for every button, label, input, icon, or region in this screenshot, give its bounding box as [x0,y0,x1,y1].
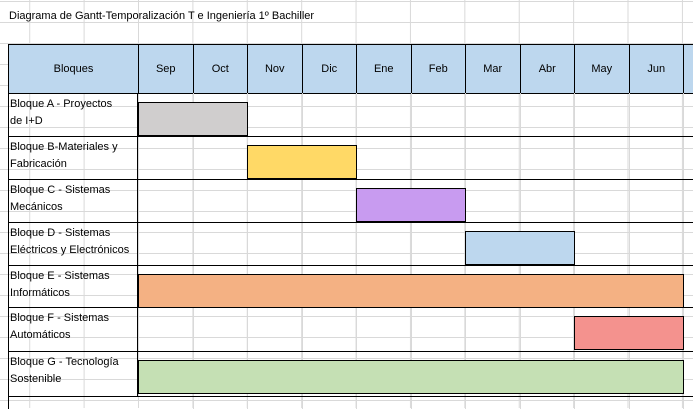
task-label[interactable]: Bloque G - Tecnología Sostenible [9,352,138,396]
month-gridline [192,93,194,409]
month-gridline [356,93,357,409]
task-bar[interactable] [356,188,466,222]
task-label[interactable]: Bloque A - Proyectos de I+D [9,94,138,136]
month-gridline [247,93,248,409]
header-month-may[interactable]: May [575,45,630,93]
task-row: Bloque C - Sistemas Mecánicos [9,180,693,223]
task-bar[interactable] [465,231,575,265]
header-month-dic[interactable]: Dic [303,45,357,93]
header-month-nov[interactable]: Nov [248,45,303,93]
header-month-feb[interactable]: Feb [412,45,466,93]
header-month-jun[interactable]: Jun [630,45,684,93]
task-row: Bloque G - Tecnología Sostenible [9,352,693,397]
month-gridline [301,93,303,409]
task-row: Bloque F - Sistemas Automáticos [9,308,693,352]
header-month-mar[interactable]: Mar [466,45,521,93]
month-gridline [628,93,630,409]
header-month-ene[interactable]: Ene [357,45,412,93]
month-gridline [410,93,412,409]
task-row: Bloque D - Sistemas Eléctricos y Electró… [9,223,693,266]
header-blocks[interactable]: Bloques [9,45,139,93]
task-label[interactable]: Bloque B-Materiales y Fabricación [9,137,138,179]
header-month-sep[interactable]: Sep [139,45,194,93]
task-label[interactable]: Bloque C - Sistemas Mecánicos [9,180,138,222]
header-month-oct[interactable]: Oct [194,45,248,93]
task-bar[interactable] [574,316,684,350]
task-bar[interactable] [138,102,248,136]
task-label[interactable]: Bloque E - Sistemas Informáticos [9,266,138,307]
task-label[interactable]: Bloque D - Sistemas Eléctricos y Electró… [9,223,138,265]
task-row: Bloque A - Proyectos de I+D [9,94,693,137]
task-bar[interactable] [247,145,357,179]
task-label[interactable]: Bloque F - Sistemas Automáticos [9,308,138,351]
task-bar[interactable] [138,360,684,394]
task-row: Bloque E - Sistemas Informáticos [9,266,693,308]
task-row: Bloque B-Materiales y Fabricación [9,137,693,180]
task-bar[interactable] [138,274,684,308]
month-gridline [683,93,684,409]
header-month-abr[interactable]: Abr [521,45,575,93]
page-title: Diagrama de Gantt-Temporalización T e In… [9,10,315,22]
